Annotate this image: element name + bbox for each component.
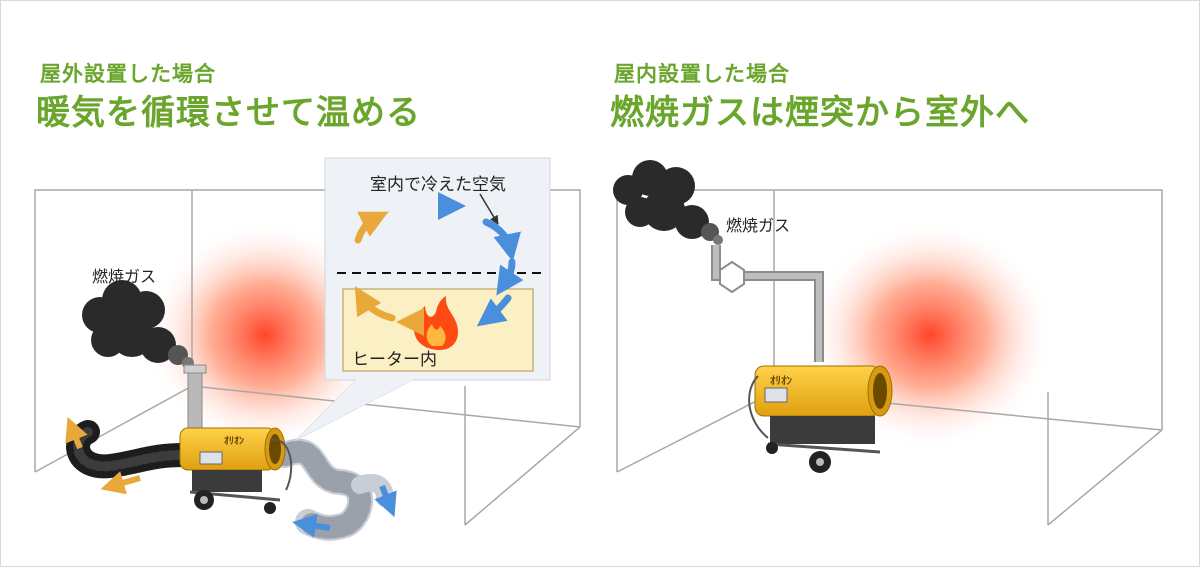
left-black-duct bbox=[66, 420, 197, 479]
left-heater bbox=[179, 427, 293, 514]
heater-inside-label: ヒーター内 bbox=[352, 350, 437, 370]
left-intake-arrow-up bbox=[65, 416, 88, 450]
left-return-arrow bbox=[374, 484, 397, 518]
right-heater bbox=[748, 365, 893, 473]
cooled-air-label: 室内で冷えた空気 bbox=[370, 175, 506, 195]
left-silver-duct bbox=[272, 438, 394, 541]
right-title: 燃焼ガスは煙突から室外へ bbox=[610, 93, 1030, 133]
left-exhaust-stack bbox=[183, 364, 207, 436]
left-exhaust-label: 燃焼ガス bbox=[92, 267, 157, 286]
right-smoke-cloud bbox=[613, 160, 723, 245]
left-heater-brand: ｵﾘｵﾝ bbox=[224, 435, 244, 447]
right-chimney bbox=[711, 245, 824, 362]
left-room-outline bbox=[34, 189, 581, 526]
cooled-air-pointer bbox=[479, 193, 499, 225]
left-title: 暖気を循環させて温める bbox=[36, 93, 421, 133]
right-heater-brand: ｵﾘｵﾝ bbox=[770, 374, 792, 387]
circulation-arrows bbox=[354, 192, 524, 336]
right-exhaust-label: 燃焼ガス bbox=[726, 216, 791, 235]
left-smoke-cloud bbox=[82, 280, 194, 369]
left-intake-arrow-floor bbox=[100, 471, 141, 495]
left-subtitle: 屋外設置した場合 bbox=[40, 62, 216, 86]
right-subtitle: 屋内設置した場合 bbox=[614, 62, 790, 86]
left-outlet-arrow bbox=[292, 513, 331, 538]
